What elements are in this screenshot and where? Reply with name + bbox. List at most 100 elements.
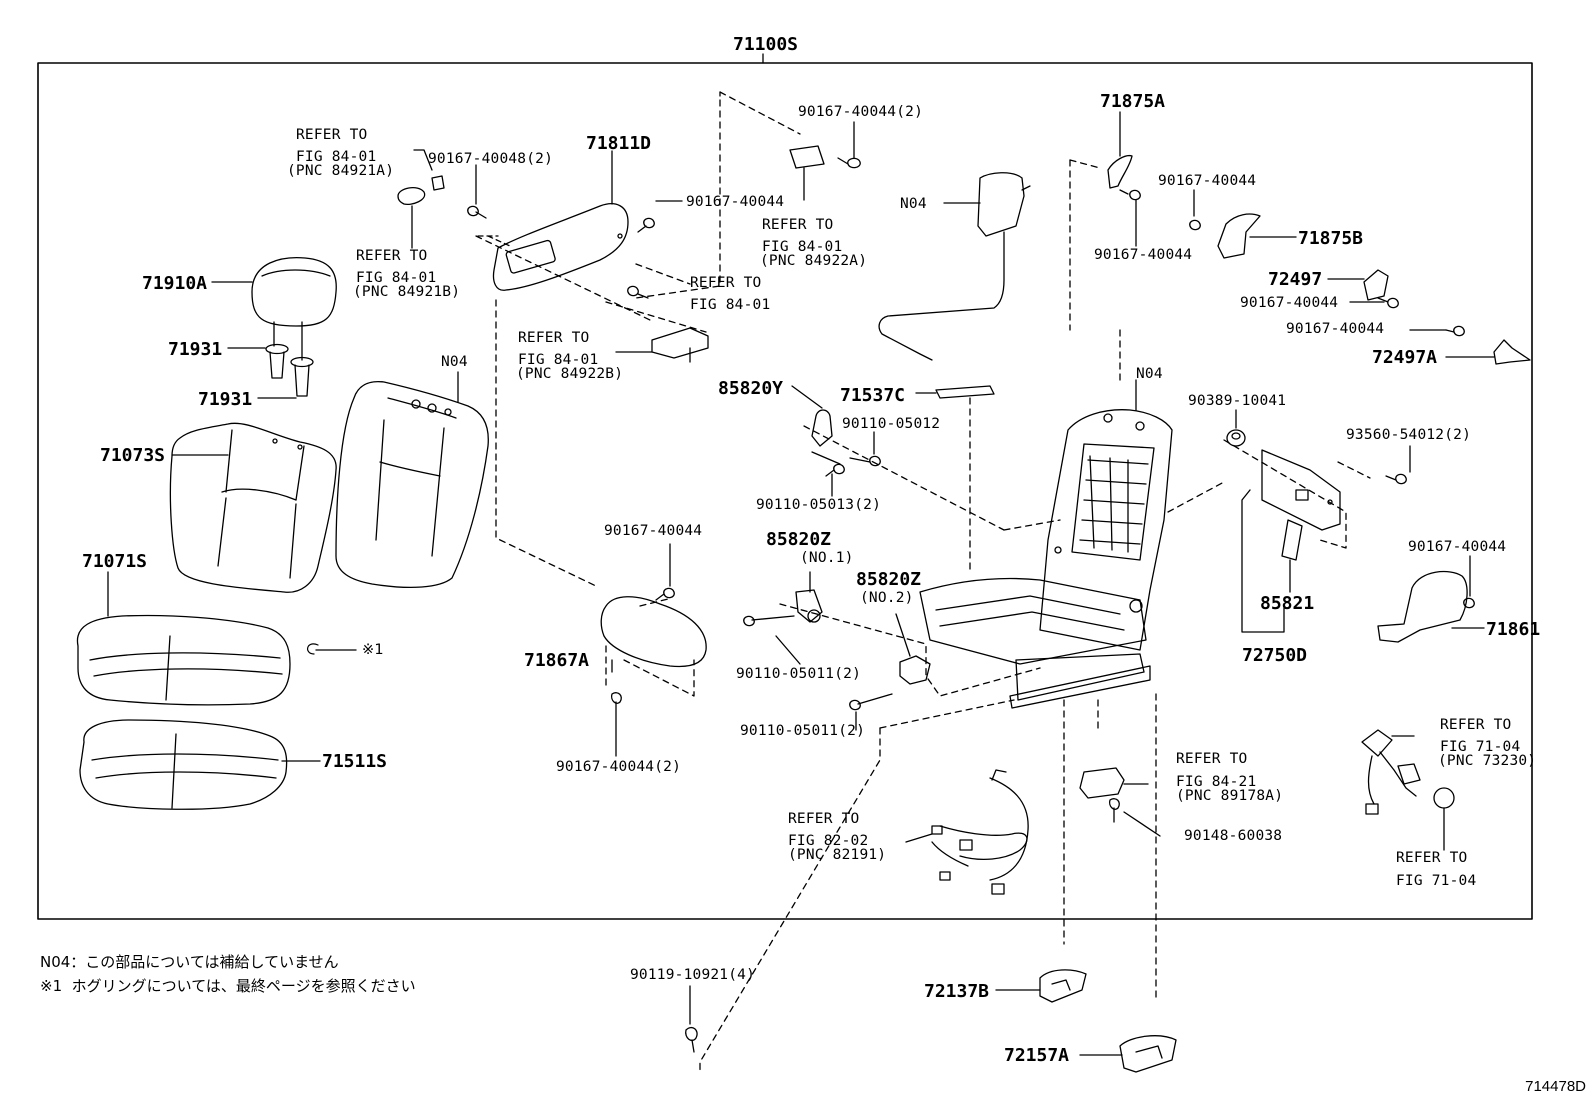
label-strip-71537C xyxy=(935,385,995,399)
part-90167-40044-71867A: 90167-40044 xyxy=(604,523,703,539)
refer-73230-l1: REFER TO xyxy=(1440,717,1512,733)
headrest-guide-2 xyxy=(290,356,314,397)
seat-cushion-cover-shape xyxy=(76,614,291,706)
screw-90167-40048 xyxy=(467,205,487,219)
seatback-cover-shape xyxy=(169,422,337,593)
part-85821: 85821 xyxy=(1260,593,1315,614)
refer-84921A-l1: REFER TO xyxy=(296,127,368,143)
part-90167-40044-2-bottom: 90167-40044(2) xyxy=(556,759,682,775)
part-N04-headrest-stay: N04 xyxy=(900,196,927,212)
refer-84922B-l1: REFER TO xyxy=(518,330,590,346)
refer-84922B-l3: (PNC 84922B) xyxy=(516,366,624,382)
part-90167-40044-72497A: 90167-40044 xyxy=(1286,321,1385,337)
refer-fig8401-l1: REFER TO xyxy=(690,275,762,291)
part-85820Z-no2-sub: (NO.2) xyxy=(860,590,914,606)
switch-84922A xyxy=(789,145,861,201)
part-N04-seat-frame: N04 xyxy=(1136,366,1163,382)
part-71875B: 71875B xyxy=(1298,228,1364,249)
part-71910A: 71910A xyxy=(142,273,208,294)
refer-84921A-l3: (PNC 84921A) xyxy=(287,163,395,179)
part-71511S: 71511S xyxy=(322,751,388,772)
switch-84922B xyxy=(651,327,709,363)
cover-72157A xyxy=(1119,1035,1177,1073)
headrest-stay-shape xyxy=(878,172,1031,361)
part-90110-05013-2: 90110-05013(2) xyxy=(756,497,882,513)
screw-71875A xyxy=(1119,189,1141,201)
part-93560-54012-2: 93560-54012(2) xyxy=(1346,427,1472,443)
part-90110-05012: 90110-05012 xyxy=(842,416,941,432)
refer-89178A-l1: REFER TO xyxy=(1176,751,1248,767)
refer-73230-l3: (PNC 73230) xyxy=(1438,753,1537,769)
refer-89178A-l3: (PNC 89178A) xyxy=(1176,788,1284,804)
refer-82191-l1: REFER TO xyxy=(788,811,860,827)
screw-shield xyxy=(637,217,655,233)
part-85820Y: 85820Y xyxy=(718,378,784,399)
part-71071S: 71071S xyxy=(82,551,148,572)
assembly-frame xyxy=(37,62,1533,920)
screw-71861 xyxy=(1463,597,1475,609)
part-85820Z-no1: 85820Z xyxy=(766,529,832,550)
refer-82191-l3: (PNC 82191) xyxy=(788,847,887,863)
refer-73230-l2: FIG 71-04 xyxy=(1440,739,1521,755)
bolt-85820Z-no1 xyxy=(743,615,795,627)
hog-ring-mark: ※1 xyxy=(362,642,384,658)
refer-84922A-l1: REFER TO xyxy=(762,217,834,233)
part-71537C: 71537C xyxy=(840,385,906,406)
refer-89178A-l2: FIG 84-21 xyxy=(1176,774,1257,790)
part-71875A: 71875A xyxy=(1100,91,1166,112)
screw-71867A-top xyxy=(655,587,675,601)
wire-harness-82191 xyxy=(931,769,1029,895)
switch-85821 xyxy=(1281,519,1303,561)
refer-fig7104-l2: FIG 71-04 xyxy=(1396,873,1477,889)
part-90148-60038: 90148-60038 xyxy=(1184,828,1283,844)
switch-85820Y xyxy=(811,409,841,465)
part-90110-05011-2-a: 90110-05011(2) xyxy=(736,666,862,682)
screw-72497A xyxy=(1445,325,1465,337)
part-90167-40044-shield: 90167-40044 xyxy=(686,194,785,210)
part-72137B: 72137B xyxy=(924,981,990,1002)
refer-84922B-l2: FIG 84-01 xyxy=(518,352,599,368)
bolt-90148-60038 xyxy=(1108,798,1120,823)
screw-72497 xyxy=(1377,297,1399,309)
refer-84921B-l3: (PNC 84921B) xyxy=(353,284,461,300)
part-90110-05011-2-b: 90110-05011(2) xyxy=(740,723,866,739)
bracket-72497 xyxy=(1363,269,1389,301)
part-72497: 72497 xyxy=(1268,269,1323,290)
part-71811D: 71811D xyxy=(586,133,652,154)
bracket-72497A xyxy=(1493,339,1531,365)
part-85820Z-no1-sub: (NO.1) xyxy=(800,550,854,566)
part-90167-40044-72497: 90167-40044 xyxy=(1240,295,1339,311)
refer-84921B-l1: REFER TO xyxy=(356,248,428,264)
headrest-guide-1 xyxy=(265,343,289,379)
bolt-85820Z-no2 xyxy=(849,693,893,711)
part-71073S: 71073S xyxy=(100,445,166,466)
part-90167-40048-2: 90167-40048(2) xyxy=(428,151,554,167)
note-n04: N04：この部品については補給していません xyxy=(40,953,339,971)
screw-71875B xyxy=(1189,219,1201,231)
part-90167-40044-71875A: 90167-40044 xyxy=(1158,173,1257,189)
refer-84921A-l2: FIG 84-01 xyxy=(296,149,377,165)
seat-frame-shape xyxy=(919,409,1173,709)
part-72750D: 72750D xyxy=(1242,645,1308,666)
cap-90389-10041 xyxy=(1226,429,1246,447)
part-71867A: 71867A xyxy=(524,650,590,671)
refer-84922A-l2: FIG 84-01 xyxy=(762,239,843,255)
part-N04-seatback: N04 xyxy=(441,354,468,370)
seat-cushion-pad-shape xyxy=(79,719,288,810)
part-71861: 71861 xyxy=(1486,619,1541,640)
switch-85820Z-no1 xyxy=(795,589,823,623)
switch-knob-84921B xyxy=(397,186,426,206)
cover-71875A xyxy=(1107,154,1133,189)
cover-72137B xyxy=(1039,969,1087,1003)
assembly-number: 71100S xyxy=(733,34,799,55)
part-90119-10921-4: 90119-10921(4) xyxy=(630,967,756,983)
part-90389-10041: 90389-10041 xyxy=(1188,393,1287,409)
screw-71867A-bottom xyxy=(610,692,622,757)
part-90167-40044-2-top: 90167-40044(2) xyxy=(798,104,924,120)
bolt-90110-05013 xyxy=(825,463,845,477)
clip-93560-54012 xyxy=(1385,473,1407,485)
cover-71861 xyxy=(1377,570,1468,643)
note-hog-ring: ※1 ホグリングについては、最終ページを参照ください xyxy=(40,977,416,995)
refer-fig7104-l1: REFER TO xyxy=(1396,850,1468,866)
